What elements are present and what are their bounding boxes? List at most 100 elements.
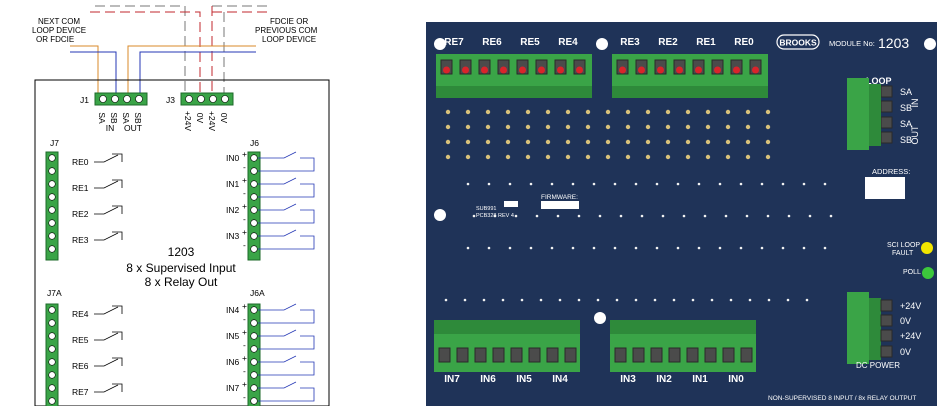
solder-pad	[585, 139, 591, 145]
terminal-screw	[250, 219, 258, 227]
plus-sign: +	[242, 175, 247, 185]
relay-label: RE3	[620, 37, 640, 48]
relay-label: RE2	[658, 37, 678, 48]
relay-led	[576, 66, 583, 74]
solder-pad	[545, 154, 551, 160]
terminal-screw	[438, 347, 451, 363]
firmware-label: FIRMWARE:	[541, 194, 578, 201]
input-loop	[258, 335, 315, 350]
via	[760, 246, 764, 250]
board-footer: NON-SUPERVISED 8 INPUT / 8x RELAY OUTPUT	[768, 395, 916, 402]
solder-pad	[765, 154, 771, 160]
relay-switch	[94, 332, 119, 341]
relay-led	[657, 66, 664, 74]
via	[634, 182, 638, 186]
firmware-box	[541, 201, 579, 209]
via	[729, 298, 733, 302]
plus-sign: +	[242, 327, 247, 337]
solder-pad	[745, 124, 751, 130]
solder-pad	[685, 139, 691, 145]
via	[724, 214, 728, 218]
relay-led	[443, 66, 450, 74]
solder-pad	[605, 139, 611, 145]
terminal-strip	[45, 151, 59, 261]
relay-contact	[112, 153, 123, 162]
solder-pad	[645, 139, 651, 145]
relay-label: RE4	[72, 309, 89, 319]
input-label: IN6	[226, 357, 240, 367]
via	[653, 298, 657, 302]
solder-pad	[525, 154, 531, 160]
via	[444, 298, 448, 302]
terminal-strip	[45, 303, 59, 406]
via	[550, 182, 554, 186]
module-no-label: MODULE No:	[829, 39, 875, 48]
minus-sign: -	[243, 340, 246, 350]
terminal-screw	[686, 347, 699, 363]
via	[781, 246, 785, 250]
j1-label: J1	[80, 95, 89, 105]
relay-contact	[112, 331, 123, 340]
j1-pin-3: SA	[121, 112, 131, 124]
minus-sign: -	[243, 214, 246, 224]
terminal-screw	[492, 347, 505, 363]
power-lines	[90, 5, 270, 94]
via	[592, 246, 596, 250]
via	[535, 214, 539, 218]
solder-pad	[665, 139, 671, 145]
via	[786, 298, 790, 302]
terminal-screw	[48, 306, 56, 314]
relay-switch	[94, 180, 119, 189]
via	[672, 298, 676, 302]
input-label: IN5	[226, 331, 240, 341]
via	[823, 246, 827, 250]
via	[787, 214, 791, 218]
relay-switch	[94, 154, 119, 163]
relay-led	[733, 66, 740, 74]
solder-pad	[505, 124, 511, 130]
solder-pad	[565, 139, 571, 145]
j7-label: J7	[50, 138, 59, 148]
input-terminal-lip	[610, 320, 756, 334]
dc-pin-3: +24V	[900, 331, 921, 341]
relay-label: RE1	[72, 183, 89, 193]
solder-pad	[445, 139, 451, 145]
via	[556, 214, 560, 218]
dc-pin-1: +24V	[900, 301, 921, 311]
sci-fault-line-2: FAULT	[892, 250, 914, 257]
solder-pad	[725, 124, 731, 130]
via	[508, 182, 512, 186]
solder-pad	[645, 124, 651, 130]
input-loop	[258, 183, 315, 198]
terminal-screw	[250, 345, 258, 353]
relay-led	[638, 66, 645, 74]
solder-pad	[505, 139, 511, 145]
terminal-screw	[668, 347, 681, 363]
mount-hole-bm	[594, 312, 606, 324]
header-left-line-3: OR FDCIE	[36, 35, 74, 44]
j3-pin-4: 0V	[219, 113, 229, 124]
relay-switch	[94, 306, 119, 315]
minus-sign: -	[243, 392, 246, 402]
terminal-screw	[250, 206, 258, 214]
input-label: IN7	[226, 383, 240, 393]
header-left-line-2: LOOP DEVICE	[32, 26, 86, 35]
via	[802, 246, 806, 250]
relay-led	[481, 66, 488, 74]
solder-pad	[545, 124, 551, 130]
input-label: IN1	[226, 179, 240, 189]
loop-out-label: OUT	[910, 125, 920, 145]
via	[823, 182, 827, 186]
input-switch	[258, 151, 297, 159]
relay-label: RE0	[734, 37, 754, 48]
solder-pad	[665, 124, 671, 130]
relay-contact	[112, 231, 123, 240]
relay-led	[519, 66, 526, 74]
minus-sign: -	[243, 240, 246, 250]
terminal-screw	[48, 371, 56, 379]
terminal-screw	[650, 347, 663, 363]
via	[520, 298, 524, 302]
